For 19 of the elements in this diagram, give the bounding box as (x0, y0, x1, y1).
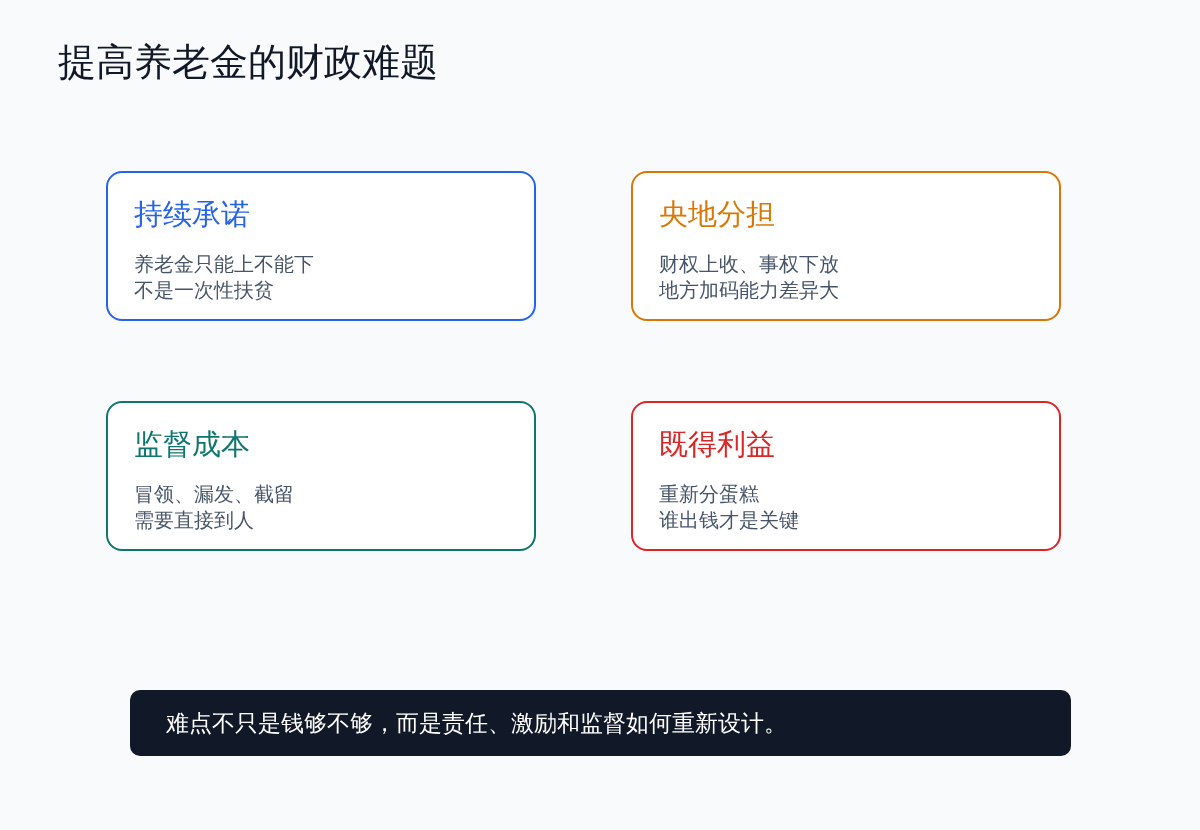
page-title: 提高养老金的财政难题 (58, 39, 438, 85)
card-text: 冒领、漏发、截留 (134, 482, 294, 508)
card-text: 需要直接到人 (134, 508, 254, 534)
topic-card (106, 171, 536, 321)
card-text: 不是一次性扶贫 (134, 278, 274, 304)
card-text: 财权上收、事权下放 (659, 252, 839, 278)
card-heading: 持续承诺 (134, 197, 250, 231)
card-text: 谁出钱才是关键 (659, 508, 799, 534)
summary-banner (130, 690, 1071, 756)
card-heading: 监督成本 (134, 427, 250, 461)
topic-card (631, 171, 1061, 321)
card-heading: 央地分担 (659, 197, 775, 231)
card-text: 养老金只能上不能下 (134, 252, 314, 278)
card-heading: 既得利益 (659, 427, 775, 461)
card-text: 重新分蛋糕 (659, 482, 759, 508)
topic-card (631, 401, 1061, 551)
topic-card (106, 401, 536, 551)
summary-text: 难点不只是钱够不够，而是责任、激励和监督如何重新设计。 (166, 709, 787, 738)
card-text: 地方加码能力差异大 (659, 278, 839, 304)
